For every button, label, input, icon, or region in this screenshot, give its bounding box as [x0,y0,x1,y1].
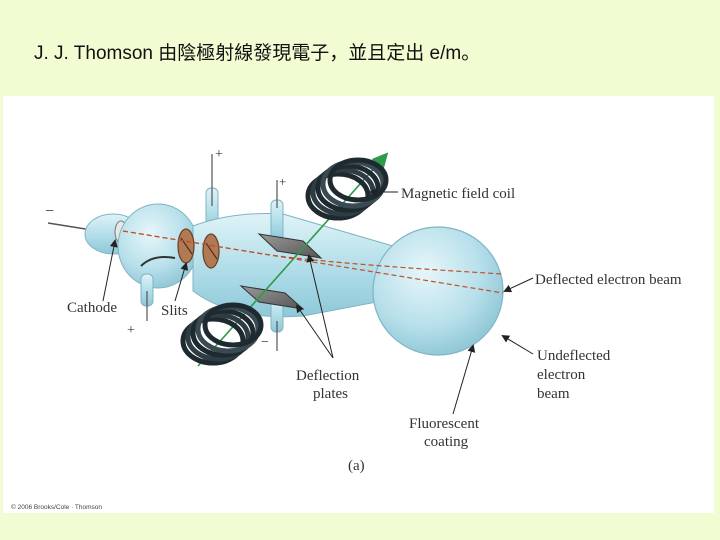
slits [177,228,220,269]
label-magnetic-field-coil: Magnetic field coil [401,186,515,202]
bottom-plate-minus-sign: − [261,335,269,350]
thomson-tube-diagram: − + + + − [11,147,682,511]
magnetic-field-coil-bottom [180,302,264,366]
label-undeflected-line1: Undeflected [537,348,611,364]
label-deflection-line1: Deflection [296,368,360,384]
cathode-minus-sign: − [45,203,54,220]
label-fluorescent-line1: Fluorescent [409,416,480,432]
panel-letter: (a) [348,458,365,474]
cathode-plus-sign: + [127,323,135,338]
copyright-notice: © 2006 Brooks/Cole · Thomson [11,503,102,511]
magnetic-field-coil-top [305,157,389,221]
label-cathode: Cathode [67,300,117,316]
slide-title: J. J. Thomson 由陰極射線發現電子，並且定出 e/m。 [34,43,481,64]
label-undeflected-line2: electron [537,367,586,383]
figure-panel: − + + + − [3,96,714,513]
magnetic-field-line [197,152,389,367]
anode-plus-sign: + [215,147,223,162]
cathode-filament-wire [140,256,176,267]
fluorescent-bulb [372,226,504,356]
label-undeflected-line3: beam [537,386,570,402]
deflected-electron-beam [122,230,504,275]
label-fluorescent-line2: coating [424,434,469,450]
label-deflected-electron-beam: Deflected electron beam [535,272,682,288]
top-deflection-plate [257,233,323,259]
label-deflection-line2: plates [313,386,348,402]
top-plate-plus-sign: + [279,174,286,189]
label-slits: Slits [161,303,188,319]
